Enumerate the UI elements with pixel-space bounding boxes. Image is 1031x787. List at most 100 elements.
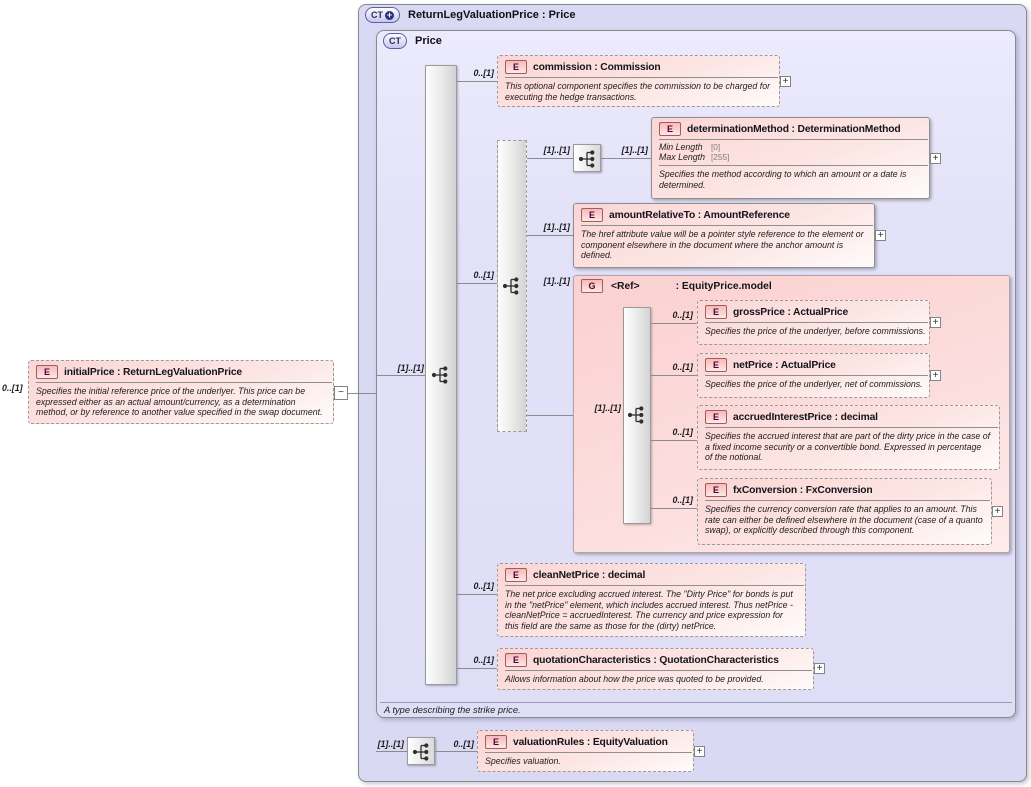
cardinality-label: [1]..[1]: [397, 363, 424, 373]
sequence-icon: [411, 741, 433, 763]
complextype-badge: CT+: [365, 7, 400, 23]
expand-handle[interactable]: +: [780, 76, 791, 87]
divider: [659, 139, 928, 140]
connector-line: [457, 668, 497, 669]
connector-line: [457, 81, 497, 82]
expand-handle[interactable]: +: [694, 746, 705, 757]
facet-value: [255]: [711, 152, 730, 162]
connector-line: [651, 508, 697, 509]
divider: [505, 585, 804, 586]
connector-line: [376, 751, 407, 752]
divider: [581, 225, 873, 226]
group-type: : EquityPrice.model: [675, 280, 772, 292]
cardinality-label: 0..[1]: [672, 495, 693, 505]
element-icon: E: [705, 358, 727, 372]
element-description: Specifies the currency conversion rate t…: [705, 504, 983, 536]
connector-line: [601, 158, 651, 159]
cardinality-label: 0..[1]: [473, 581, 494, 591]
element-icon: E: [505, 568, 527, 582]
cardinality-label: 0..[1]: [672, 310, 693, 320]
cardinality-label: [1]..[1]: [377, 739, 404, 749]
connector-line: [457, 594, 497, 595]
element-description: Specifies the price of the underlyer, ne…: [705, 379, 923, 389]
connector-line: [527, 158, 573, 159]
cardinality-label: [1]..[1]: [543, 276, 570, 286]
cardinality-label: [1]..[1]: [543, 222, 570, 232]
cardinality-label: [1]..[1]: [594, 403, 621, 413]
connector-line: [348, 393, 376, 394]
element-icon: E: [505, 60, 527, 74]
expand-handle[interactable]: +: [930, 317, 941, 328]
divider: [705, 322, 928, 323]
divider: [485, 752, 692, 753]
element-description: The net price excluding accrued interest…: [505, 589, 793, 631]
cardinality-label: 0..[1]: [473, 68, 494, 78]
cardinality-label: 0..[1]: [453, 739, 474, 749]
choice-icon[interactable]: [501, 275, 523, 297]
price-title: Price: [415, 35, 442, 47]
facet-value: [0]: [711, 142, 721, 152]
element-icon: E: [705, 410, 727, 424]
expand-handle[interactable]: +: [814, 663, 825, 674]
element-title: determinationMethod : DeterminationMetho…: [687, 123, 901, 135]
complextype-badge: CT: [383, 33, 407, 49]
cardinality-label: [1]..[1]: [621, 145, 648, 155]
element-icon: E: [581, 208, 603, 222]
element-description: Specifies the price of the underlyer, be…: [705, 326, 926, 336]
complextype-badge-label: CT: [389, 36, 401, 46]
divider: [505, 670, 812, 671]
sequence-bar: [425, 65, 457, 685]
element-icon: E: [659, 122, 681, 136]
element-title: accruedInterestPrice : decimal: [733, 411, 878, 423]
expand-handle[interactable]: +: [930, 153, 941, 164]
cardinality-label: 0..[1]: [473, 655, 494, 665]
element-title: initialPrice : ReturnLegValuationPrice: [64, 366, 242, 378]
complextype-title: ReturnLegValuationPrice : Price: [408, 9, 576, 21]
plus-circle-icon: +: [385, 9, 394, 20]
sequence-icon[interactable]: [430, 364, 452, 386]
element-title: grossPrice : ActualPrice: [733, 306, 849, 318]
expand-handle[interactable]: +: [992, 506, 1003, 517]
cardinality-label: 0..[1]: [473, 270, 494, 280]
sequence-iconbox[interactable]: [407, 737, 435, 765]
facet-list: Min Length[0] Max Length[255]: [652, 140, 929, 164]
element-description: This optional component specifies the co…: [505, 81, 771, 102]
sequence-iconbox[interactable]: [573, 144, 601, 172]
element-description: Specifies the method according to which …: [659, 169, 907, 190]
group-name: <Ref>: [611, 280, 640, 292]
element-description: Specifies the initial reference price of…: [36, 386, 323, 418]
connector-line: [651, 323, 697, 324]
connector-line: [651, 440, 697, 441]
collapse-handle[interactable]: −: [334, 386, 348, 400]
element-icon: E: [705, 483, 727, 497]
cardinality-label: 0..[1]: [2, 383, 23, 393]
sequence-icon[interactable]: [626, 404, 648, 426]
expand-handle[interactable]: +: [930, 370, 941, 381]
divider: [36, 382, 332, 383]
element-icon: E: [505, 653, 527, 667]
type-annotation: A type describing the strike price.: [384, 705, 521, 715]
connector-line: [527, 235, 573, 236]
element-icon: E: [36, 365, 58, 379]
element-title: amountRelativeTo : AmountReference: [609, 209, 790, 221]
element-icon: E: [705, 305, 727, 319]
footer-divider: [380, 702, 1012, 703]
element-title: quotationCharacteristics : QuotationChar…: [533, 654, 779, 666]
expand-handle[interactable]: +: [875, 230, 886, 241]
complextype-badge-label: CT: [371, 10, 383, 20]
element-description: The href attribute value will be a point…: [581, 229, 864, 261]
element-title: netPrice : ActualPrice: [733, 359, 836, 371]
connector-line: [376, 375, 425, 376]
